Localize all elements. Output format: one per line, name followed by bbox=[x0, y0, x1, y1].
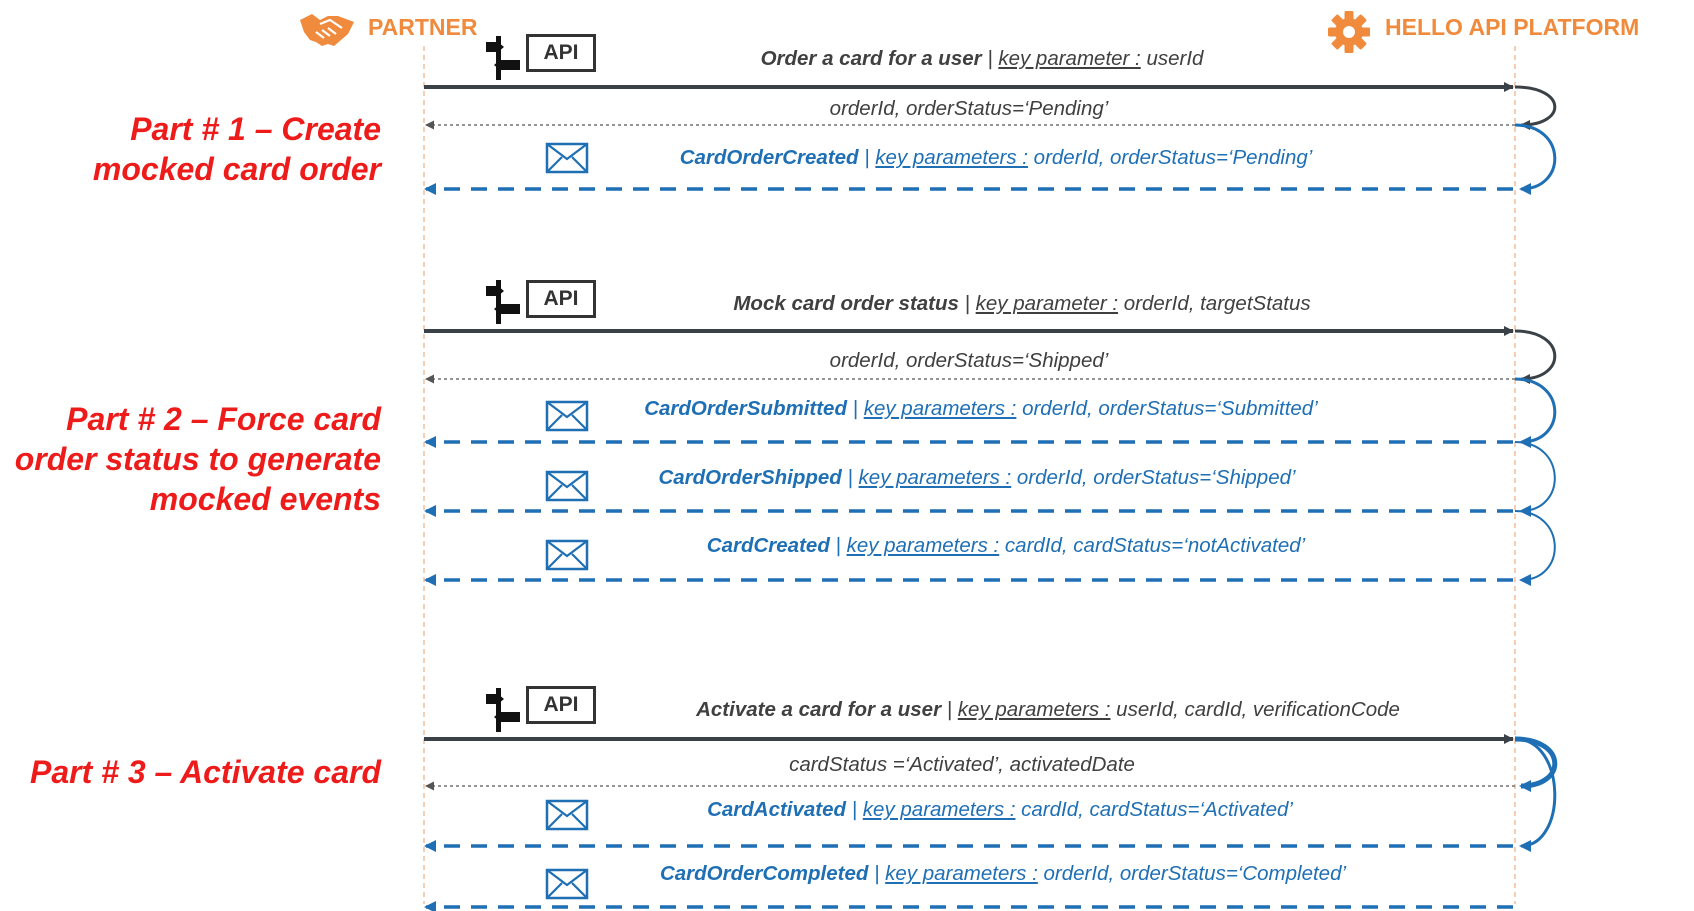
part-label-line: mocked card order bbox=[92, 151, 381, 187]
platform-label: HELLO API PLATFORM bbox=[1385, 14, 1640, 40]
part-label-line: Part # 1 – Create bbox=[130, 111, 381, 147]
request-label: Activate a card for a user | key paramet… bbox=[696, 698, 1400, 721]
envelope-icon bbox=[545, 799, 589, 831]
envelope-icon bbox=[545, 868, 589, 900]
gear-icon bbox=[1328, 11, 1370, 53]
event-loop-arrow bbox=[1514, 510, 1556, 586]
event-label: CardCreated | key parameters : cardId, c… bbox=[706, 534, 1306, 557]
signpost-icon bbox=[486, 36, 520, 80]
self-loop-arrow bbox=[1514, 329, 1557, 384]
request-label: Order a card for a user | key parameter … bbox=[760, 47, 1204, 70]
signpost-icon bbox=[486, 280, 520, 324]
api-badge: API bbox=[526, 280, 596, 318]
part-label-line: mocked events bbox=[149, 481, 381, 517]
envelope-icon bbox=[545, 539, 589, 571]
event-loop-arrow bbox=[1514, 736, 1558, 792]
envelope-icon bbox=[545, 470, 589, 502]
event-loop-arrow bbox=[1514, 377, 1557, 448]
handshake-icon bbox=[300, 14, 354, 46]
event-label: CardOrderShipped | key parameters : orde… bbox=[658, 466, 1296, 489]
event-loop-arrow bbox=[1514, 737, 1557, 852]
request-label: Mock card order status | key parameter :… bbox=[733, 292, 1311, 315]
response-label: orderId, orderStatus=‘Shipped’ bbox=[829, 349, 1109, 372]
response-label: cardStatus =‘Activated’, activatedDate bbox=[789, 753, 1135, 776]
part-2-title: Part # 2 – Force card order status to ge… bbox=[15, 399, 381, 519]
part-label-line: Part # 3 – Activate card bbox=[30, 754, 381, 790]
api-badge: API bbox=[526, 686, 596, 724]
event-label: CardOrderSubmitted | key parameters : or… bbox=[644, 397, 1318, 420]
part-1-title: Part # 1 – Create mocked card order bbox=[93, 109, 381, 189]
self-loop-arrow bbox=[1514, 85, 1557, 130]
signpost-icon bbox=[486, 688, 520, 732]
part-label-line: Part # 2 – Force card bbox=[66, 401, 381, 437]
envelope-icon bbox=[545, 400, 589, 432]
part-3-title: Part # 3 – Activate card bbox=[30, 752, 381, 792]
envelope-icon bbox=[545, 142, 589, 174]
event-loop-arrow bbox=[1514, 441, 1556, 517]
part-label-line: order status to generate bbox=[14, 441, 381, 477]
partner-label: PARTNER bbox=[368, 14, 478, 40]
event-label: CardActivated | key parameters : cardId,… bbox=[707, 798, 1293, 821]
event-label: CardOrderCompleted | key parameters : or… bbox=[659, 862, 1347, 885]
api-badge: API bbox=[526, 34, 596, 72]
response-label: orderId, orderStatus=‘Pending’ bbox=[829, 97, 1109, 120]
event-label: CardOrderCreated | key parameters : orde… bbox=[679, 146, 1313, 169]
event-loop-arrow bbox=[1514, 123, 1557, 195]
